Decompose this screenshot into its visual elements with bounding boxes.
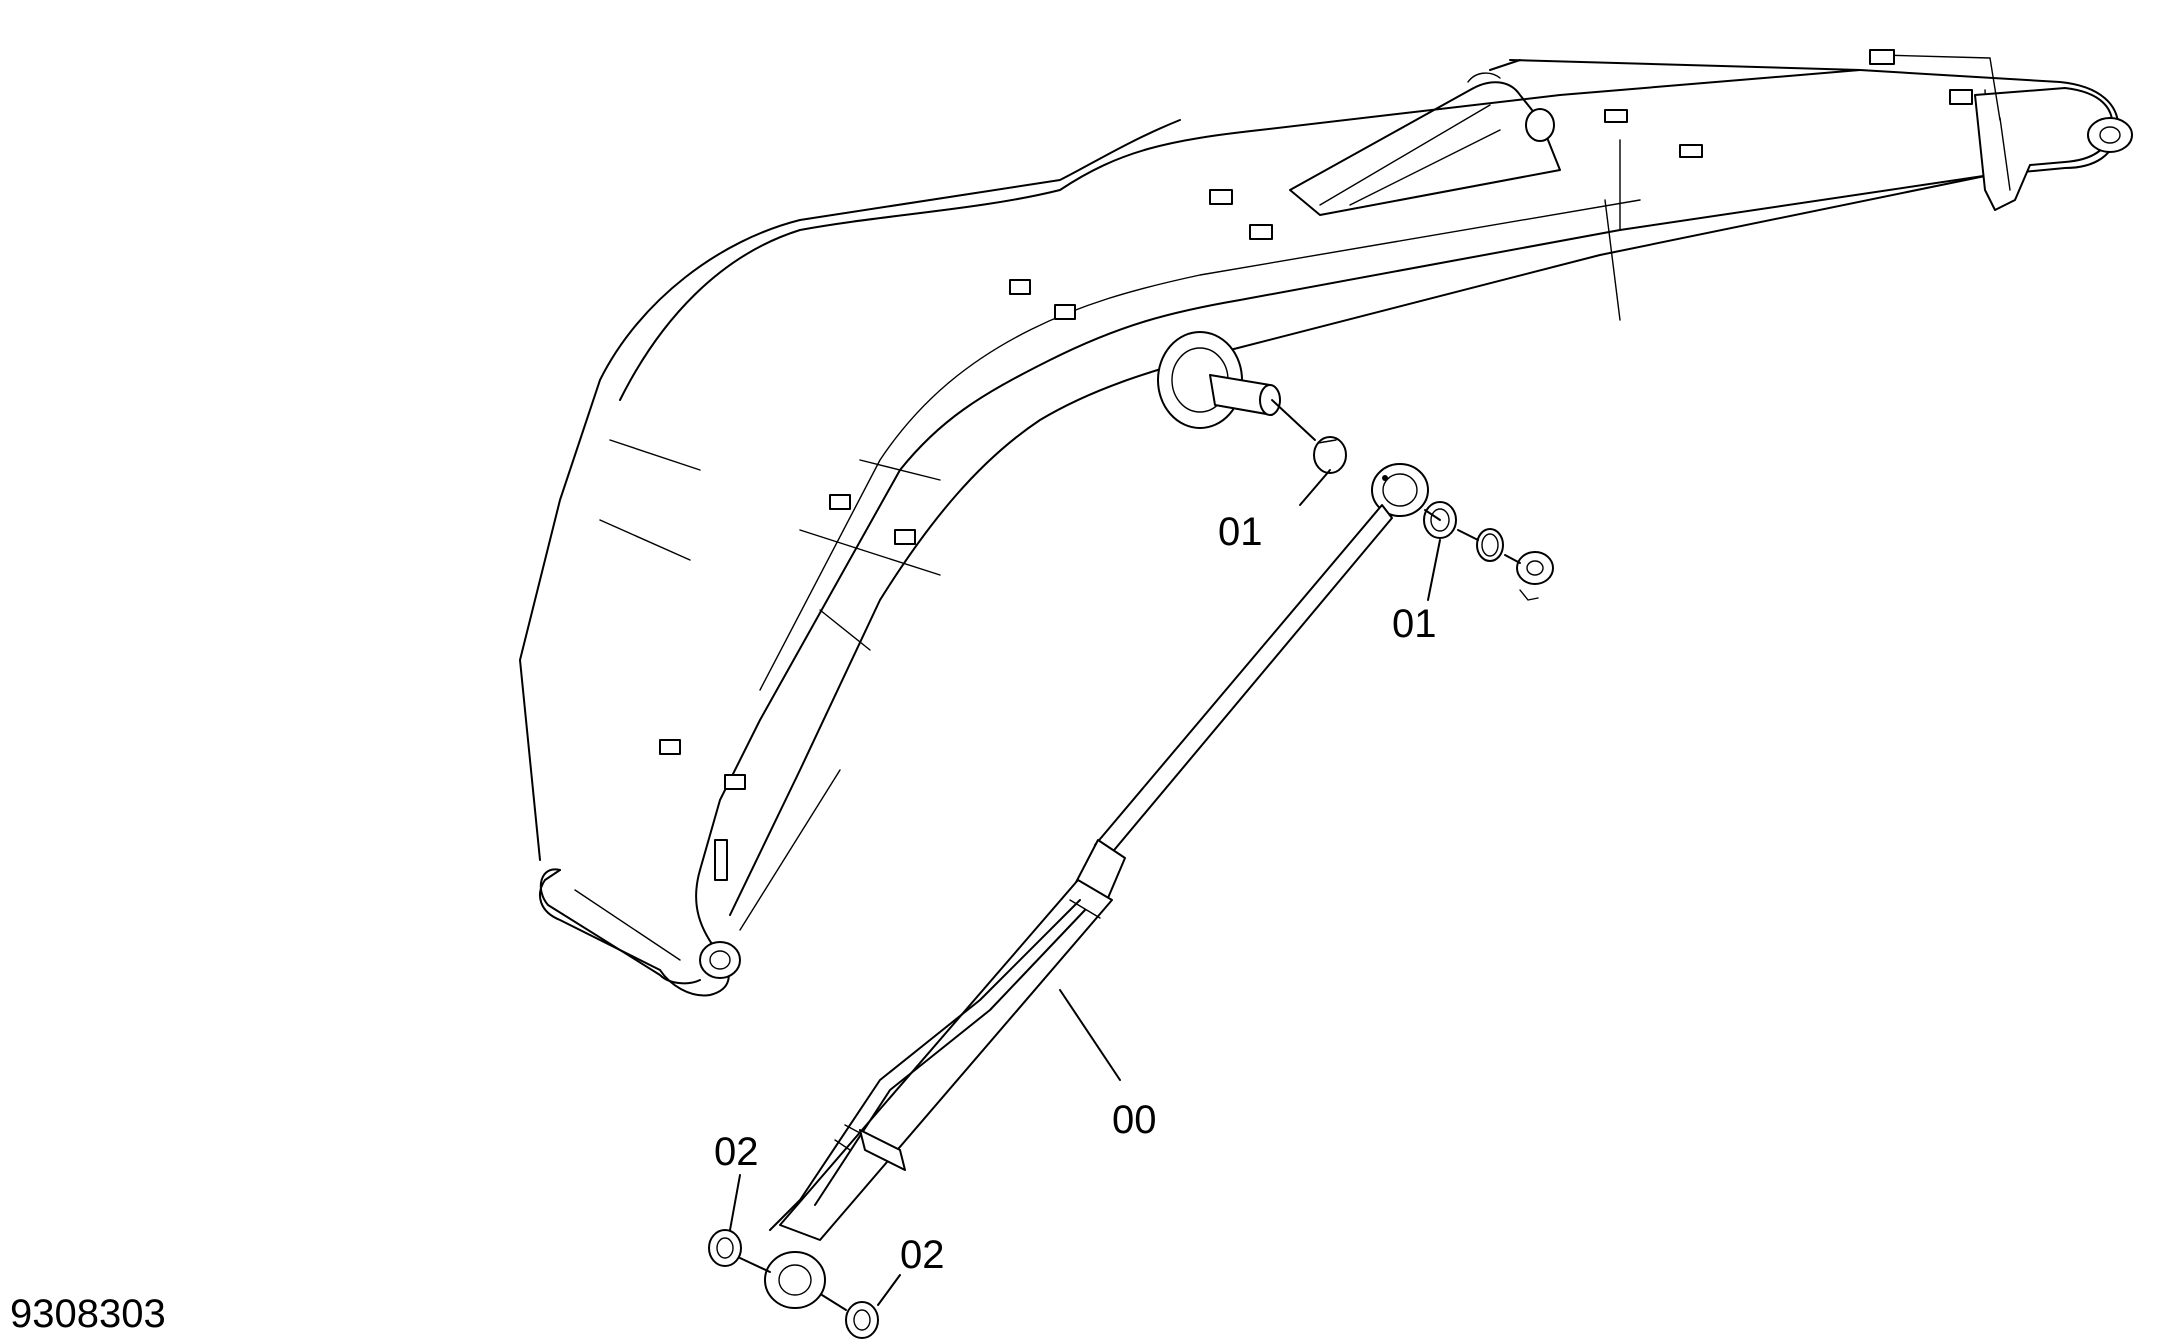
boom-cylinder (764, 463, 1429, 1309)
callout-label-00: 00 (1112, 1098, 1157, 1142)
drawing-number: 9308303 (10, 1292, 166, 1336)
ring-part (1476, 528, 1504, 562)
boom-brackets (659, 49, 1973, 881)
bushing-02-lower (845, 1301, 879, 1339)
leader-lines (729, 399, 1521, 1311)
bushing-01-upper (1313, 436, 1347, 474)
callout-label-01-upper: 01 (1218, 510, 1263, 554)
callout-label-01-lower: 01 (1392, 602, 1437, 646)
callout-label-02-lower: 02 (900, 1233, 945, 1277)
boom-pin-boss (1157, 331, 1281, 429)
callout-label-02-upper: 02 (714, 1130, 759, 1174)
nut-part (1516, 551, 1554, 601)
boom-outline (519, 54, 2133, 997)
bushing-02-upper (708, 1229, 742, 1267)
